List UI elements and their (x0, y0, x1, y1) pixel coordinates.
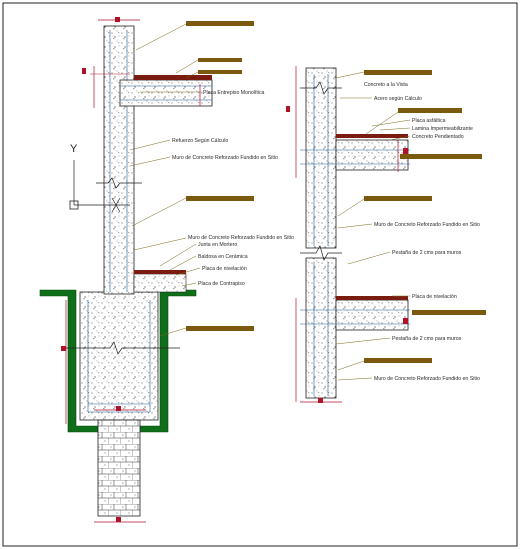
wall (103, 25, 135, 295)
right-section: Concreto a la Vista Acero según Cálculo … (286, 66, 486, 403)
label-junta: Junta en Mortero (198, 242, 237, 248)
label-refuerzo: Refuerzo Según Cálculo (172, 138, 228, 144)
axis-y-label: Y (70, 143, 78, 155)
label-baldosa: Baldosa en Cerámica (198, 254, 248, 260)
right-wall-upper (305, 67, 337, 249)
pile (97, 419, 141, 517)
ground-excavation (39, 289, 197, 433)
label-concreto-pendientado: Concreto Pendientado (412, 134, 464, 140)
label-right-placa-nivelacion: Placa de nivelación (412, 294, 457, 300)
label-muro-2: Muro de Concreto Reforzado Fundido en Si… (188, 235, 294, 241)
axis-marker: Y (69, 143, 130, 213)
slab-upper (119, 79, 213, 107)
label-pestana-1: Pestaña de 2 cms para muros (392, 250, 462, 256)
label-concreto-vista: Concreto a la Vista (364, 82, 408, 88)
label-lamina: Lamina Impermeabilizante (412, 126, 473, 132)
label-acero: Acero según Cálculo (374, 96, 422, 102)
right-roof-slab (335, 139, 409, 171)
left-section: Y Placa Entrepiso Monolítica Refuerzo Se… (39, 17, 294, 523)
label-placa-asfaltica: Placa asfáltica (412, 118, 446, 124)
slab-finish (134, 75, 212, 80)
label-muro-1: Muro de Concreto Reforzado Fundido en Si… (172, 155, 278, 161)
right-wall-lower (305, 257, 337, 399)
label-losa: Placa Entrepiso Monolítica (203, 90, 265, 96)
label-pestana-2: Pestaña de 2 cms para muros (392, 336, 462, 342)
footing (79, 291, 159, 421)
floor-base (133, 273, 187, 293)
label-right-muro-1: Muro de Concreto Reforzado Fundido en Si… (374, 222, 480, 228)
ceramic-tile (134, 270, 186, 274)
label-right-muro-2: Muro de Concreto Reforzado Fundido en Si… (374, 376, 480, 382)
right-mid-slab (335, 299, 409, 331)
label-placa-nivelacion: Placa de nivelación (202, 266, 247, 272)
label-placa-contrapiso: Placa de Contrapiso (198, 281, 245, 287)
